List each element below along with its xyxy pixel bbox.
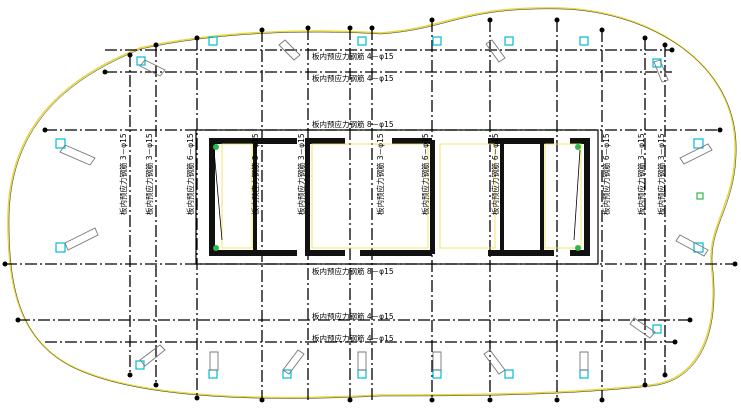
- caption-v-core-2: 板内预应力钢筋 3－φ15: [296, 133, 306, 215]
- caption-h-core-top: 板内预应力钢筋 8－φ15: [312, 119, 394, 129]
- caption-v-right-3: 板内预应力钢筋 3－φ15: [656, 133, 666, 215]
- caption-v-left-3: 板内预应力钢筋 6－φ15: [185, 133, 195, 215]
- caption-v-core-3: 板内预应力钢筋 3－φ15: [375, 133, 385, 215]
- horizontal-captions: 板内预应力钢筋 4－φ15 板内预应力钢筋 4－φ15 板内预应力钢筋 8－φ1…: [312, 51, 394, 343]
- caption-v-left-2: 板内预应力钢筋 3－φ15: [144, 133, 154, 215]
- anchor-dots: [2, 17, 738, 403]
- caption-v-core-1: 板内预应力钢筋 3－φ15: [250, 133, 260, 215]
- vertical-captions: 板内预应力钢筋 3－φ15 板内预应力钢筋 3－φ15 板内预应力钢筋 6－φ1…: [118, 133, 666, 215]
- caption-h-top-2: 板内预应力钢筋 4－φ15: [312, 73, 394, 83]
- caption-h-top-1: 板内预应力钢筋 4－φ15: [312, 51, 394, 61]
- caption-h-core-bottom: 板内预应力钢筋 8－φ15: [312, 266, 394, 276]
- caption-v-left-1: 板内预应力钢筋 3－φ15: [118, 133, 128, 215]
- core-walls: [195, 129, 599, 265]
- core-anchors: [213, 144, 581, 251]
- caption-h-bot-1: 板内预应力钢筋 4－φ15: [312, 311, 394, 321]
- slab-outline-shadow: [8, 8, 737, 399]
- slab-outline: [7, 7, 736, 399]
- caption-v-right-2: 板内预应力钢筋 3－φ15: [636, 133, 646, 215]
- caption-h-bot-2: 板内预应力钢筋 4－φ15: [312, 333, 394, 343]
- caption-v-right-1: 板内预应力钢筋 6－φ15: [601, 133, 611, 215]
- column-sketches: [59, 39, 713, 375]
- caption-v-core-5: 板内预应力钢筋 6－φ15: [490, 133, 500, 215]
- core-outline: [195, 129, 599, 265]
- caption-v-core-4: 板内预应力钢筋 6－φ15: [420, 133, 430, 215]
